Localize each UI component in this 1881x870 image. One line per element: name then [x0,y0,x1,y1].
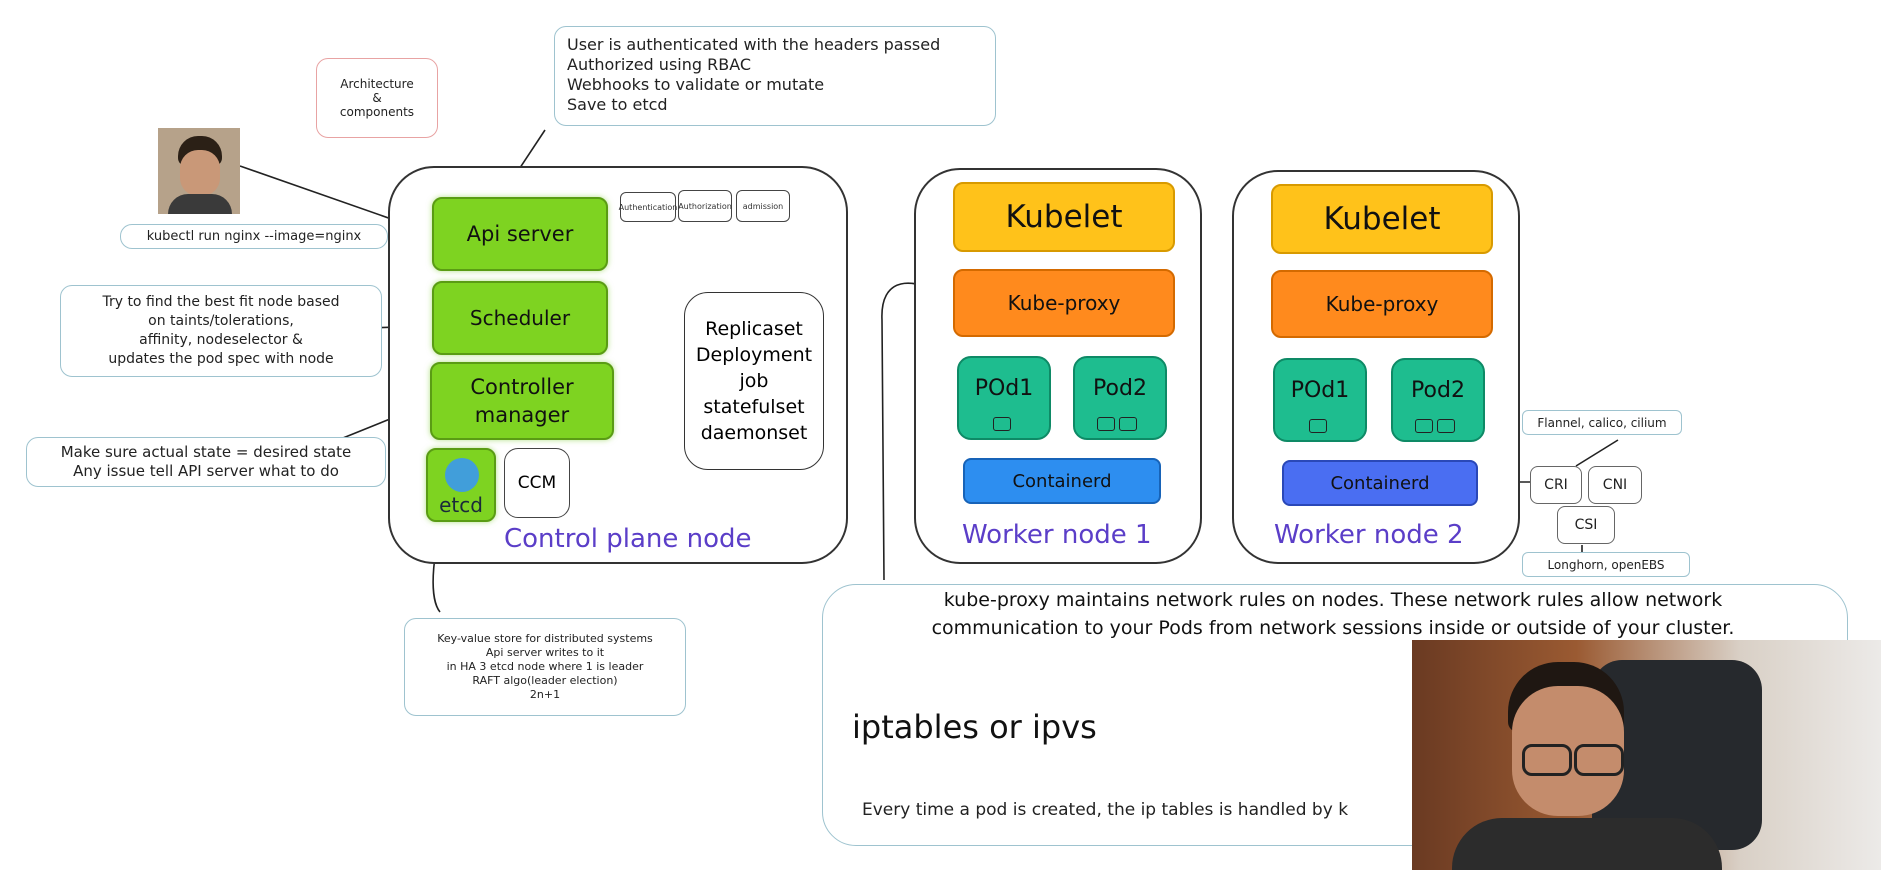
etcd-logo-icon [445,458,479,492]
ccm-box: CCM [504,448,570,518]
controller-manager-box: Controller manager [430,362,614,440]
network-plugins-note: Flannel, calico, cilium [1522,410,1682,435]
storage-note: Longhorn, openEBS [1522,552,1690,577]
csi-box: CSI [1557,506,1615,544]
container-icon [991,416,1013,435]
etcd-note: Key-value store for distributed systems … [404,618,686,716]
container-icon [1413,418,1457,437]
etcd-label: etcd [439,493,483,517]
worker-2-kubelet: Kubelet [1271,184,1493,254]
control-plane-label: Control plane node [504,524,752,554]
iptables-label: iptables or ipvs [852,708,1097,746]
worker-1-kube-proxy: Kube-proxy [953,269,1175,337]
scheduler-note: Try to find the best fit node based on t… [60,285,382,377]
container-icon [1095,416,1139,435]
admission-tab: admission [736,190,790,222]
worker-2-pod2: Pod2 [1391,358,1485,442]
pod-label: Pod2 [1093,376,1147,401]
kubectl-command-note: kubectl run nginx --image=nginx [120,224,388,249]
plugins-to-cni-line [1575,439,1619,467]
worker-2-kube-proxy: Kube-proxy [1271,270,1493,338]
authorization-tab: Authorization [678,190,732,222]
worker-1-containerd: Containerd [963,458,1161,504]
authentication-tab: Authentication [619,192,677,222]
pod-label: Pod2 [1411,378,1465,403]
architecture-note: Architecture & components [316,58,438,138]
cni-box: CNI [1588,466,1642,504]
cri-box: CRI [1530,466,1582,504]
container-icon [1307,418,1329,437]
pod-label: POd1 [1290,378,1350,403]
avatar [158,128,240,214]
worker-2-label: Worker node 2 [1274,520,1464,550]
worker-2-pod1: POd1 [1273,358,1367,442]
worker-1-pod2: Pod2 [1073,356,1167,440]
webcam-video [1412,640,1881,870]
scheduler-box: Scheduler [432,281,608,355]
worker-1-pod1: POd1 [957,356,1051,440]
kube-proxy-description: kube-proxy maintains network rules on no… [931,589,1735,639]
worker-1-kubelet: Kubelet [953,182,1175,252]
etcd-box: etcd [426,448,496,522]
controller-note: Make sure actual state = desired state A… [26,437,386,487]
iptables-sentence: Every time a pod is created, the ip tabl… [862,800,1349,820]
worker-2-containerd: Containerd [1282,460,1478,506]
api-server-box: Api server [432,197,608,271]
controllers-list: Replicaset Deployment job statefulset da… [684,292,824,470]
auth-note: User is authenticated with the headers p… [554,26,996,126]
pod-label: POd1 [974,376,1034,401]
worker-1-label: Worker node 1 [962,520,1152,550]
